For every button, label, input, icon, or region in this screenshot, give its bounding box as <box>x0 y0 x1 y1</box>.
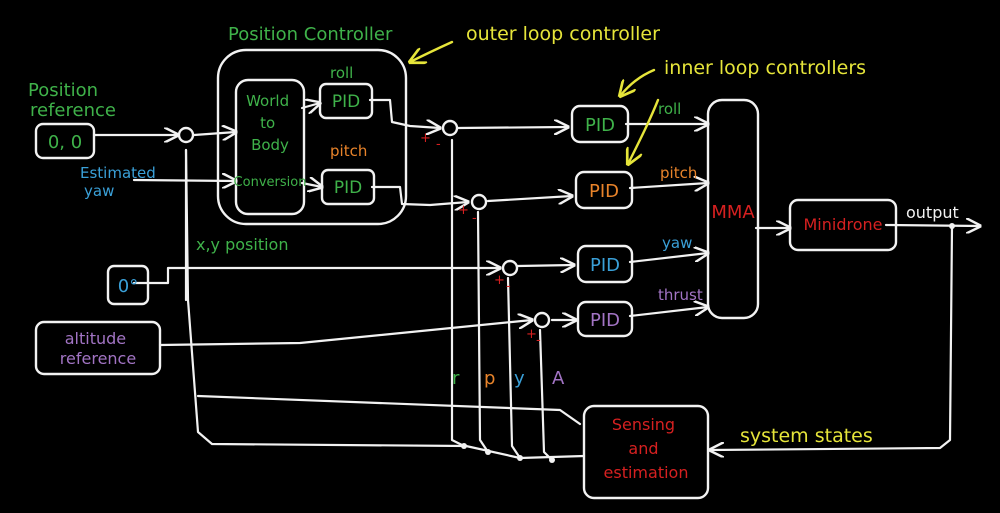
sum-signs: + - + - + - + - <box>420 131 541 348</box>
inner-roll-pid-label: PID <box>585 115 615 136</box>
sensing-label: Sensing and estimation <box>604 415 689 482</box>
outer-roll-pid-box <box>318 82 374 120</box>
inner-yaw-pid-label: PID <box>590 255 620 276</box>
inner-roll-label: roll <box>658 100 681 118</box>
sum-yaw <box>501 259 519 277</box>
feedback-p: p <box>484 368 495 389</box>
signal-wires <box>92 100 980 462</box>
outer-roll-label: roll <box>330 64 353 82</box>
position-reference-value: 0, 0 <box>48 132 82 153</box>
svg-text:-: - <box>436 137 441 152</box>
position-controller-box <box>216 48 408 226</box>
sum-roll <box>441 119 459 137</box>
yaw-reference-box <box>106 264 150 306</box>
sensing-box <box>582 404 710 500</box>
inner-roll-pid-box <box>570 104 630 144</box>
minidrone-label: Minidrone <box>804 215 883 234</box>
sum-pitch <box>470 193 488 211</box>
conversion-label: Conversion <box>234 175 307 190</box>
svg-text:+: + <box>420 131 431 146</box>
position-reference-box <box>34 122 96 160</box>
outer-pitch-label: pitch <box>330 142 367 160</box>
sum-position <box>177 126 195 144</box>
inner-thrust-label: thrust <box>658 286 703 304</box>
svg-text:-: - <box>472 211 477 226</box>
yaw-reference-value: 0° <box>118 276 138 297</box>
xy-position-label: x,y position <box>196 235 288 254</box>
svg-text:-: - <box>536 333 541 348</box>
estimated-yaw-label: Estimated yaw <box>80 164 161 200</box>
outer-pitch-pid-label: PID <box>334 178 362 198</box>
svg-text:+: + <box>526 327 537 342</box>
summing-junctions <box>177 119 551 329</box>
mma-label: MMA <box>711 202 755 223</box>
feedback-y: y <box>514 368 525 389</box>
world-to-body-label: World to Body <box>246 92 294 154</box>
position-controller-title: Position Controller <box>228 24 393 45</box>
svg-text:+: + <box>494 273 505 288</box>
inner-thrust-pid-label: PID <box>590 310 620 331</box>
junction-dots <box>461 223 955 463</box>
mma-box <box>706 98 760 320</box>
minidrone-box <box>788 198 898 252</box>
svg-text:+: + <box>458 203 469 218</box>
inner-pitch-pid-box <box>574 170 634 210</box>
outer-roll-pid-label: PID <box>332 92 360 112</box>
world-to-body-box <box>234 78 306 216</box>
inner-yaw-label: yaw <box>662 234 692 252</box>
svg-text:-: - <box>506 279 511 294</box>
inner-yaw-pid-box <box>576 244 634 284</box>
system-states-label: system states <box>740 425 873 447</box>
feedback-r: r <box>452 368 460 389</box>
position-reference-label: Position reference <box>28 80 116 121</box>
inner-pitch-label: pitch <box>660 164 697 182</box>
sum-thrust <box>533 311 551 329</box>
inner-loop-arrow-2 <box>628 98 660 164</box>
inner-loop-label: inner loop controllers <box>664 57 866 79</box>
outer-pitch-pid-box <box>320 168 376 206</box>
inner-pitch-pid-label: PID <box>589 181 619 202</box>
feedback-a: A <box>552 368 565 389</box>
inner-loop-arrow-1 <box>620 68 656 96</box>
inner-thrust-pid-box <box>576 300 634 338</box>
outer-loop-label: outer loop controller <box>466 23 660 45</box>
altitude-reference-box <box>34 320 162 376</box>
output-label: output <box>906 203 959 222</box>
altitude-reference-label: altitude reference <box>60 329 136 368</box>
outer-loop-arrow <box>410 40 454 62</box>
